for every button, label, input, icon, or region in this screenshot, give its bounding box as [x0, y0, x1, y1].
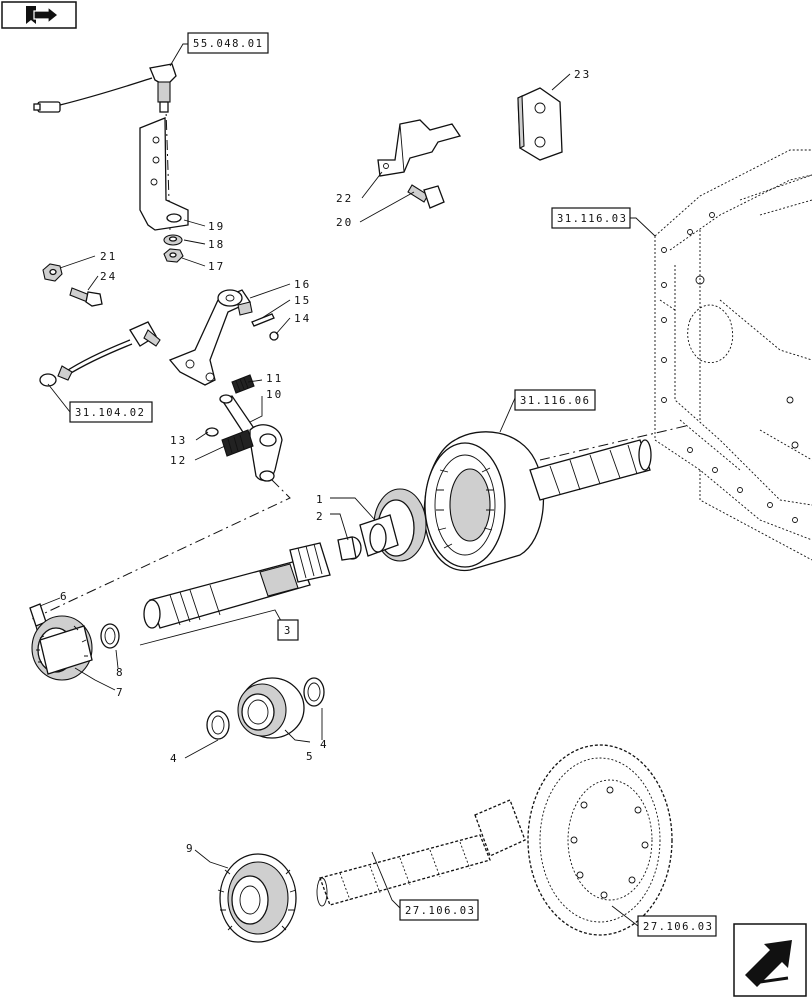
- crown-wheel: [527, 744, 673, 936]
- callout-7: 7: [116, 686, 125, 699]
- callout-4-right: 4: [320, 738, 329, 751]
- callout-15: 15: [294, 294, 311, 307]
- circlip-part-8: [100, 623, 120, 649]
- bolt-part-24: [69, 287, 103, 307]
- callout-24: 24: [100, 270, 117, 283]
- bolt-part-20: [407, 184, 445, 209]
- reference-label: 3: [284, 625, 292, 637]
- transmission-housing: [654, 149, 812, 561]
- spring-part-11: [231, 374, 255, 394]
- reference-box-3[interactable]: 3: [277, 619, 299, 641]
- reference-box-31-116-06[interactable]: 31.116.06: [514, 389, 596, 411]
- callout-20: 20: [336, 216, 353, 229]
- callout-numbers: 1 2 4 4 5 6 7 8 9 10 11 12 13 14 15 16 1…: [60, 68, 591, 855]
- next-page-button[interactable]: [733, 923, 807, 997]
- spring-part-12: [221, 429, 254, 457]
- reference-label: 31.116.03: [557, 213, 627, 225]
- planetary-ring-drum: [423, 431, 545, 572]
- circlip-part-13: [205, 427, 219, 437]
- sensor-bracket: [139, 117, 189, 231]
- nut-part-17: [163, 248, 184, 263]
- callout-12: 12: [170, 454, 187, 467]
- reference-label: 27.106.03: [405, 905, 475, 917]
- reference-box-55-048-01[interactable]: 55.048.01: [187, 32, 269, 54]
- circlip-part-4-left: [206, 710, 230, 740]
- callout-2: 2: [316, 510, 325, 523]
- washer-part-18: [163, 234, 183, 246]
- callout-6: 6: [60, 590, 69, 603]
- cable-connector: [39, 321, 161, 387]
- bookmark-arrow-icon: [26, 5, 59, 25]
- callout-8: 8: [116, 666, 125, 679]
- next-page-arrow-icon: [745, 940, 792, 987]
- interlock-lever: [219, 394, 283, 482]
- reference-label: 27.106.03: [643, 921, 713, 933]
- callout-4-left: 4: [170, 752, 179, 765]
- nut-part-21: [42, 263, 63, 282]
- centerline-lever: [29, 479, 291, 621]
- callout-13: 13: [170, 434, 187, 447]
- callout-23: 23: [574, 68, 591, 81]
- speed-sensor-with-cable: [33, 63, 177, 113]
- callout-9: 9: [186, 842, 195, 855]
- gear-part-1: [359, 488, 427, 562]
- callout-16: 16: [294, 278, 311, 291]
- reference-box-31-104-02[interactable]: 31.104.02: [69, 401, 153, 423]
- centerline-shaft: [539, 424, 691, 461]
- input-shaft-part-3: [143, 542, 331, 629]
- callout-5: 5: [306, 750, 315, 763]
- callout-22: 22: [336, 192, 353, 205]
- callout-14: 14: [294, 312, 311, 325]
- reference-label: 31.116.06: [520, 395, 590, 407]
- reference-label: 31.104.02: [75, 407, 145, 419]
- callout-19: 19: [208, 220, 225, 233]
- spacer-part-2: [337, 536, 362, 561]
- bearing-part-5: [237, 677, 305, 739]
- plate-part-23: [517, 87, 563, 161]
- reference-box-27-106-03-pinion[interactable]: 27.106.03: [399, 899, 479, 921]
- callout-18: 18: [208, 238, 225, 251]
- selector-lever: [168, 289, 253, 386]
- pin-part-15: [251, 313, 275, 327]
- callout-11: 11: [266, 372, 283, 385]
- top-nav-button[interactable]: [1, 1, 77, 29]
- reference-box-27-106-03-crown[interactable]: 27.106.03: [637, 915, 717, 937]
- gear-part-7: [31, 615, 93, 681]
- pinion-shaft: [316, 799, 526, 907]
- housing-bolt-holes: [661, 212, 799, 523]
- callout-10: 10: [266, 388, 283, 401]
- callout-21: 21: [100, 250, 117, 263]
- mounting-bracket-part-22: [377, 119, 462, 177]
- callout-17: 17: [208, 260, 225, 273]
- reference-label: 55.048.01: [193, 38, 263, 50]
- callout-1: 1: [316, 493, 325, 506]
- gear-part-9: [217, 853, 297, 943]
- circlip-part-4-right: [303, 677, 325, 707]
- reference-box-31-116-03-top[interactable]: 31.116.03: [551, 207, 631, 229]
- output-shaft: [529, 439, 652, 501]
